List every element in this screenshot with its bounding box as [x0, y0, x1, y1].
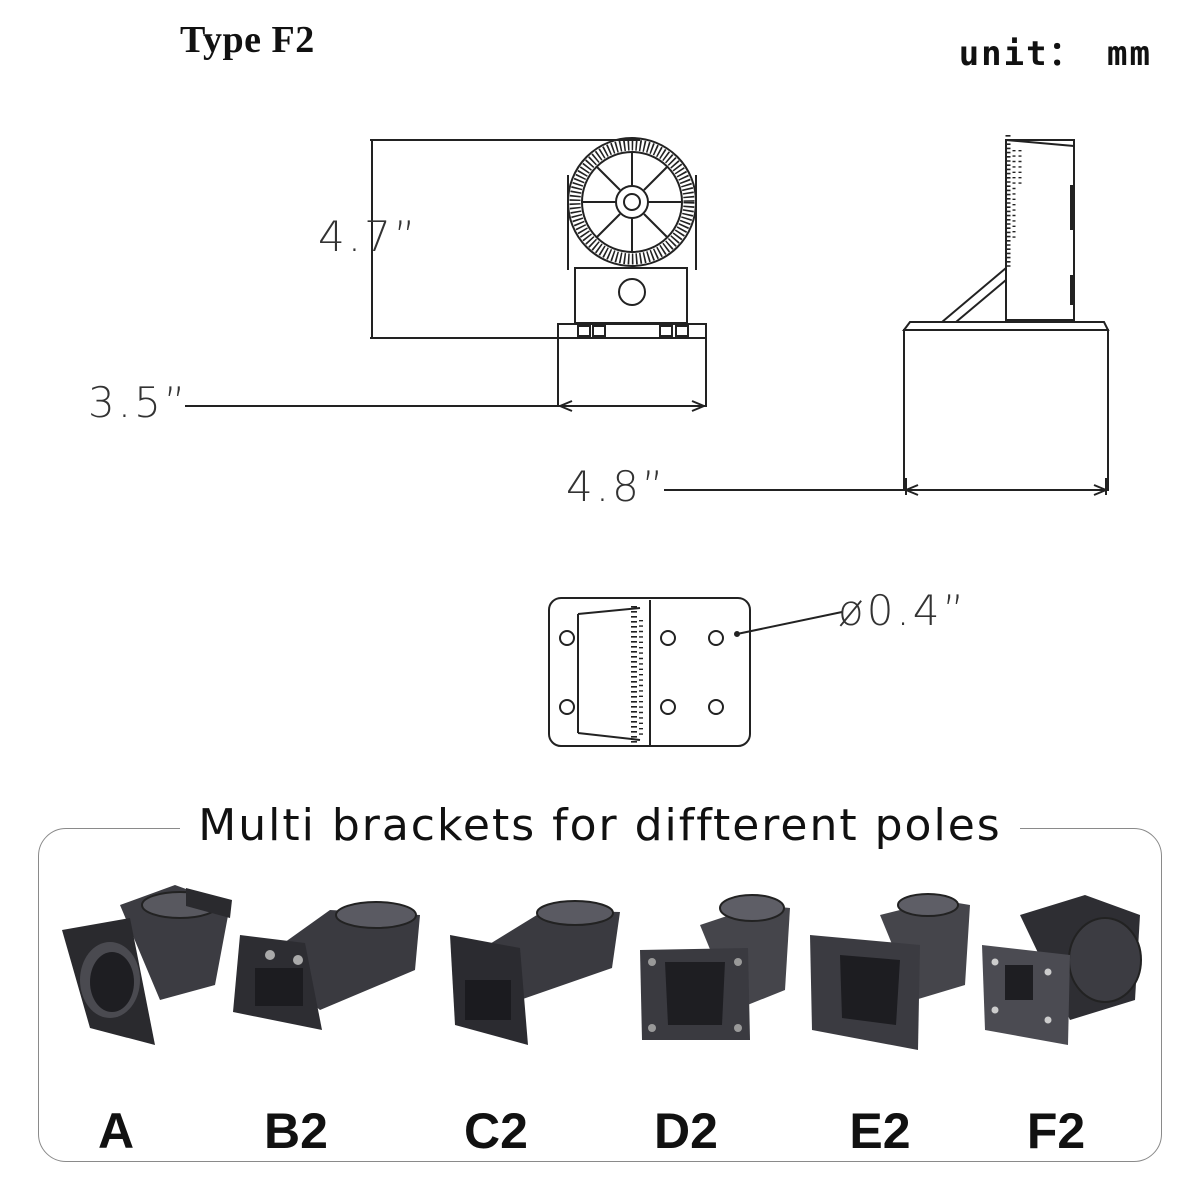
- bracket-label-f2: F2: [1026, 1103, 1086, 1159]
- width-dimension-label: 4.8”: [566, 462, 667, 511]
- front-view: [185, 137, 707, 412]
- bracket-label-b2: B2: [264, 1103, 328, 1159]
- bracket-f2-image: [982, 895, 1142, 1045]
- depth-dimension-label: 3.5”: [88, 378, 189, 427]
- page-title: Type F2: [180, 19, 315, 61]
- bracket-c2-image: [450, 900, 620, 1045]
- unit-label: unit： mm: [958, 34, 1152, 74]
- bracket-label-a: A: [97, 1103, 135, 1159]
- bracket-e2-image: [810, 893, 970, 1050]
- bracket-label-d2: D2: [654, 1103, 718, 1159]
- bracket-d2-image: [640, 894, 790, 1040]
- bracket-a-image: [62, 885, 232, 1045]
- height-dimension-label: 4.7”: [318, 212, 419, 261]
- disc-spokes: [582, 152, 682, 252]
- bracket-b2-image: [233, 901, 420, 1030]
- brackets-title: Multi brackets for diffterent poles: [180, 798, 1020, 854]
- bottom-view: [548, 597, 843, 747]
- bracket-label-c2: C2: [464, 1103, 528, 1159]
- hole-diameter-label: ø0.4”: [838, 586, 968, 635]
- technical-drawing: [185, 135, 1110, 747]
- side-view: [664, 135, 1110, 496]
- bracket-label-e2: E2: [849, 1103, 911, 1159]
